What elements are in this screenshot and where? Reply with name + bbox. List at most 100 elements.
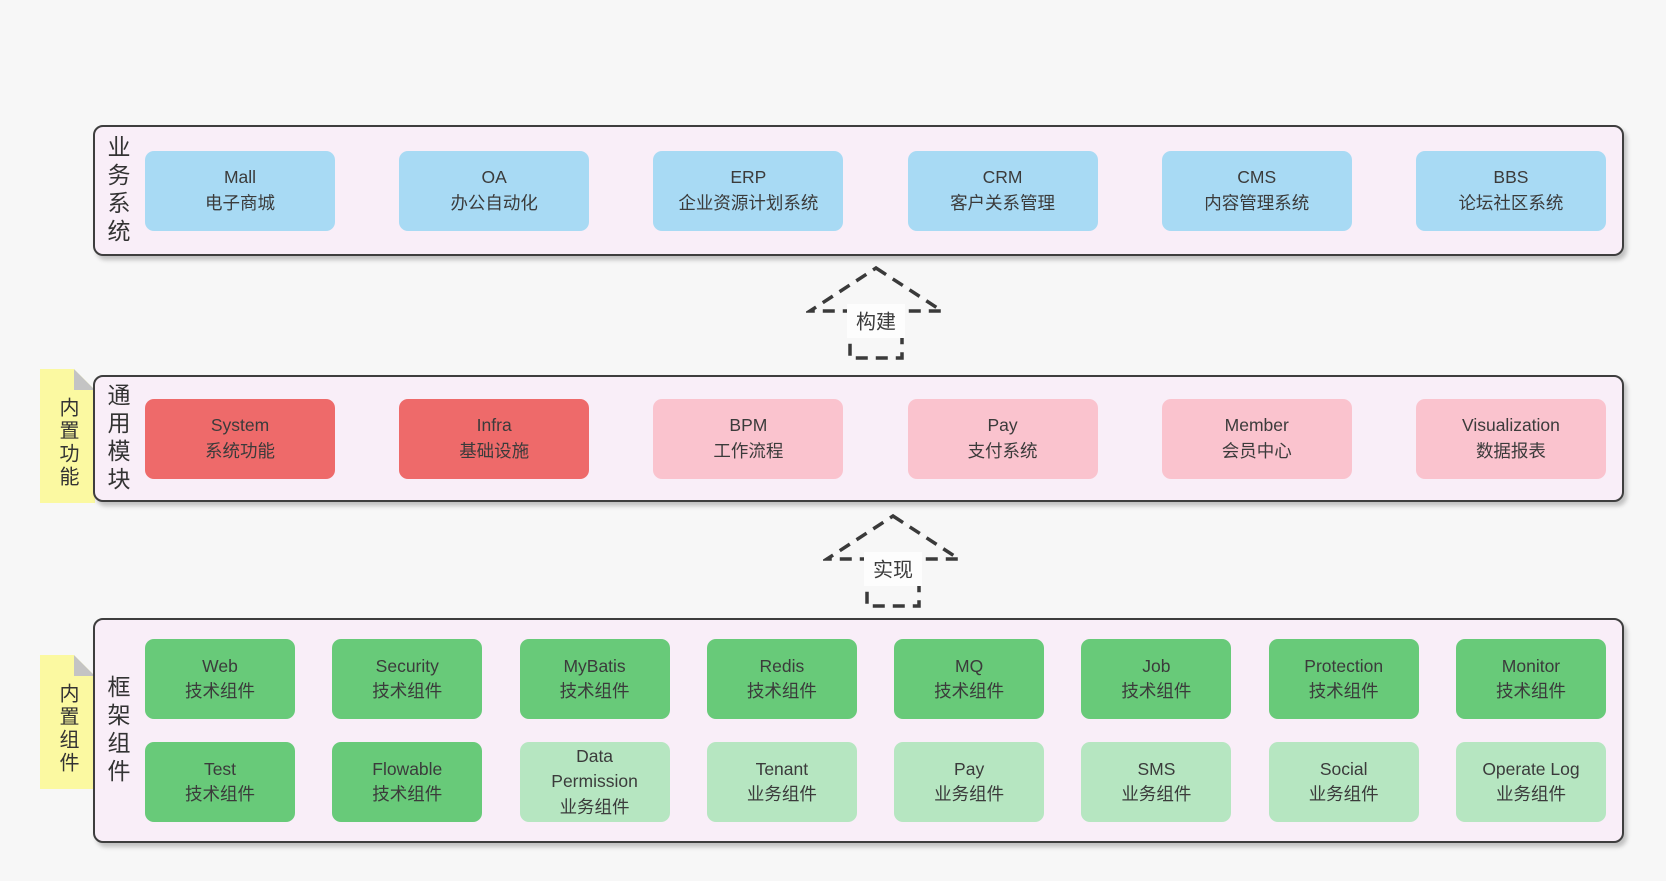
module-box-title: Visualization <box>1461 415 1560 436</box>
arrow-label: 构建 <box>856 310 896 333</box>
module-box-test: Test 技术组件 <box>145 742 295 822</box>
module-box-subtitle: 支付系统 <box>967 440 1038 461</box>
module-box-subtitle: 技术组件 <box>185 784 255 804</box>
arrow-label: 实现 <box>873 558 913 581</box>
module-box-title: Pay <box>987 415 1018 436</box>
module-box-social: Social 业务组件 <box>1268 742 1419 822</box>
module-box-subtitle: 内容管理系统 <box>1204 192 1310 213</box>
module-box-subtitle: 业务组件 <box>1121 784 1192 804</box>
module-box-subtitle: 基础设施 <box>459 440 530 461</box>
module-box-flowable: Flowable 技术组件 <box>332 742 483 822</box>
module-box-system: System 系统功能 <box>145 398 335 479</box>
sticky-note-label: 内置组件 <box>56 683 78 775</box>
module-box-title: ERP <box>730 167 767 188</box>
module-box-title: Data Permission <box>551 745 638 792</box>
sticky-note-builtin-features: 内置功能 <box>40 369 95 503</box>
module-box-oa: OA 办公自动化 <box>399 150 590 231</box>
module-box-title: OA <box>481 167 507 188</box>
module-box-subtitle: 业务组件 <box>1495 784 1566 804</box>
module-box-title: BBS <box>1493 167 1529 188</box>
module-box-crm: CRM 客户关系管理 <box>907 150 1098 231</box>
module-box-job: Job 技术组件 <box>1081 639 1232 719</box>
module-box-subtitle: 电子商城 <box>205 192 275 213</box>
module-box-title: Operate Log <box>1482 758 1580 779</box>
module-box-mq: MQ 技术组件 <box>894 639 1045 719</box>
module-box-subtitle: 技术组件 <box>372 784 443 804</box>
module-box-title: SMS <box>1137 758 1176 779</box>
module-box-title: Monitor <box>1501 655 1561 676</box>
module-box-title: Security <box>375 655 439 676</box>
module-box-subtitle: 客户关系管理 <box>950 192 1056 213</box>
folded-corner-icon <box>74 655 95 676</box>
module-box-subtitle: 业务组件 <box>559 796 630 817</box>
module-box-mybatis: MyBatis 技术组件 <box>519 639 670 719</box>
module-box-title: MyBatis <box>563 655 626 676</box>
module-box-web: Web 技术组件 <box>145 639 295 719</box>
module-box-visualization: Visualization 数据报表 <box>1415 398 1606 479</box>
module-box-subtitle: 数据报表 <box>1475 440 1546 461</box>
module-box-tenant: Tenant 业务组件 <box>706 742 857 822</box>
module-box-subtitle: 企业资源计划系统 <box>678 192 819 213</box>
module-box-title: Tenant <box>755 758 809 779</box>
module-box-subtitle: 业务组件 <box>746 784 817 804</box>
module-box-sms: SMS 业务组件 <box>1081 742 1232 822</box>
module-box-subtitle: 技术组件 <box>1495 681 1566 701</box>
module-box-monitor: Monitor 技术组件 <box>1455 639 1606 719</box>
module-box-title: System <box>210 415 270 436</box>
module-box-subtitle: 技术组件 <box>746 681 817 701</box>
module-box-security: Security 技术组件 <box>332 639 483 719</box>
module-box-title: Member <box>1224 415 1289 436</box>
implement-arrow-icon: 实现 <box>823 513 963 608</box>
layer-title-business-systems: 业务系统 <box>104 134 130 247</box>
sticky-note-builtin-components: 内置组件 <box>40 655 95 789</box>
module-box-subtitle: 论坛社区系统 <box>1458 192 1564 213</box>
module-box-cms: CMS 内容管理系统 <box>1161 150 1352 231</box>
layer-business-systems: 业务系统 Mall 电子商城 OA 办公自动化 ERP 企业资源计划系统 CRM 客户关系管理… <box>93 125 1624 256</box>
business-systems-row: Mall 电子商城 OA 办公自动化 ERP 企业资源计划系统 CRM 客户关系管理 CMS 内容… <box>145 150 1606 231</box>
module-box-subtitle: 技术组件 <box>1121 681 1192 701</box>
layer-title-framework-components: 框架组件 <box>104 674 130 787</box>
module-box-pay: Pay 业务组件 <box>894 742 1045 822</box>
module-box-title: Test <box>203 758 237 779</box>
module-box-title: CMS <box>1237 167 1277 188</box>
module-box-title: Web <box>202 655 238 676</box>
module-box-subtitle: 业务组件 <box>934 784 1005 804</box>
build-arrow-icon: 构建 <box>806 265 946 360</box>
module-box-subtitle: 会员中心 <box>1221 440 1292 461</box>
module-box-subtitle: 办公自动化 <box>450 192 538 213</box>
folded-corner-icon <box>74 369 95 390</box>
module-box-title: Job <box>1142 655 1171 676</box>
layer-title-common-modules: 通用模块 <box>104 382 130 495</box>
module-box-title: Protection <box>1304 655 1384 676</box>
module-box-title: Social <box>1319 758 1368 779</box>
module-box-subtitle: 技术组件 <box>559 681 630 701</box>
module-box-subtitle: 系统功能 <box>205 440 275 461</box>
module-box-subtitle: 技术组件 <box>934 681 1005 701</box>
module-box-pay: Pay 支付系统 <box>907 398 1098 479</box>
module-box-protection: Protection 技术组件 <box>1268 639 1419 719</box>
module-box-title: Flowable <box>372 758 443 779</box>
module-box-subtitle: 技术组件 <box>185 681 255 701</box>
module-box-subtitle: 业务组件 <box>1308 784 1379 804</box>
module-box-title: MQ <box>955 655 984 676</box>
module-box-mall: Mall 电子商城 <box>145 150 335 231</box>
sticky-note-label: 内置功能 <box>56 397 78 489</box>
module-box-subtitle: 技术组件 <box>1308 681 1379 701</box>
module-box-member: Member 会员中心 <box>1161 398 1352 479</box>
module-box-subtitle: 工作流程 <box>713 440 784 461</box>
module-box-redis: Redis 技术组件 <box>706 639 857 719</box>
module-box-operate-log: Operate Log 业务组件 <box>1455 742 1606 822</box>
module-box-title: Mall <box>223 167 257 188</box>
module-box-subtitle: 技术组件 <box>372 681 443 701</box>
module-box-erp: ERP 企业资源计划系统 <box>653 150 844 231</box>
module-box-title: Redis <box>759 655 805 676</box>
module-box-title: Pay <box>954 758 985 779</box>
module-box-title: CRM <box>982 167 1023 188</box>
module-box-bbs: BBS 论坛社区系统 <box>1415 150 1606 231</box>
